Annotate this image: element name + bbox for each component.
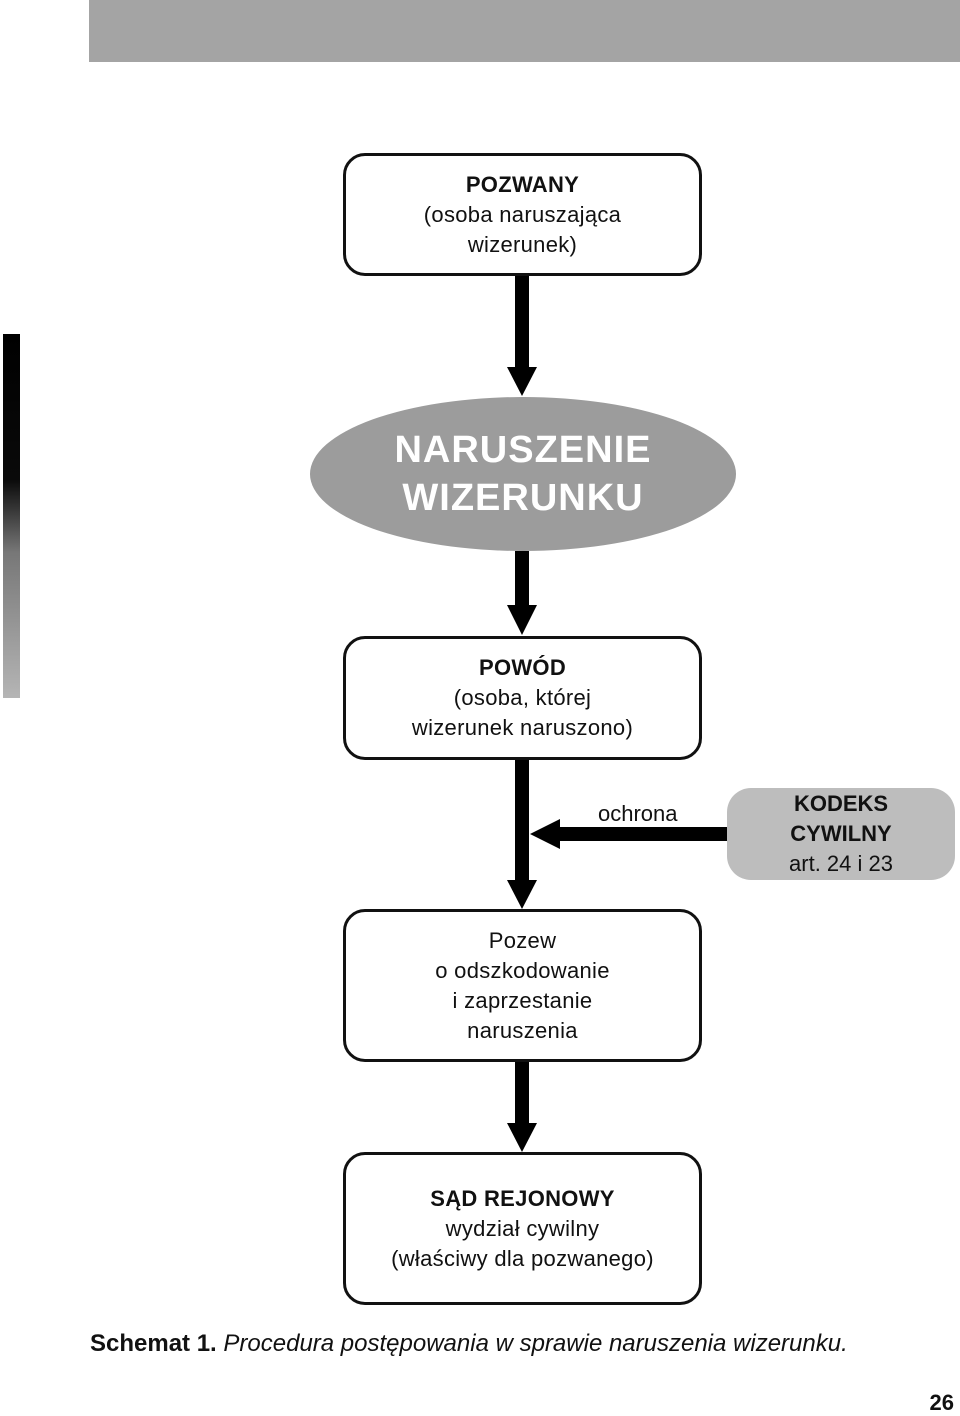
figure-caption: Schemat 1. Procedura postępowania w spra…: [90, 1328, 848, 1360]
page-number: 26: [929, 1390, 954, 1415]
side-strip: [3, 334, 20, 698]
arrow-shaft-ochrona: [555, 827, 727, 841]
arrow-head-1: [507, 367, 537, 396]
node-powod-title: POWÓD: [478, 655, 567, 680]
node-sad-line2: (właściwy dla pozwanego): [391, 1245, 654, 1271]
node-powod: POWÓD (osoba, której wizerunek naruszono…: [343, 636, 702, 760]
node-naruszenie-line2: WIZERUNKU: [402, 477, 644, 519]
arrow-head-3: [507, 880, 537, 909]
caption-text: Procedura postępowania w sprawie narusze…: [223, 1330, 848, 1357]
arrow-head-4: [507, 1123, 537, 1152]
caption-label: Schemat 1.: [90, 1330, 217, 1357]
node-sad-line1: wydział cywilny: [445, 1215, 600, 1241]
node-sad-title: SĄD REJONOWY: [430, 1185, 615, 1211]
arrow-shaft-2: [515, 551, 529, 608]
arrow-shaft-3: [515, 760, 529, 883]
node-sad-rejonowy: SĄD REJONOWY wydział cywilny (właściwy d…: [343, 1152, 702, 1305]
arrow-shaft-4: [515, 1062, 529, 1126]
node-pozew: Pozew o odszkodowanie i zaprzestanie nar…: [343, 909, 702, 1062]
arrow-head-ochrona: [530, 819, 560, 849]
node-pozew-line4: naruszenia: [467, 1017, 578, 1043]
node-pozew-line1: Pozew: [488, 927, 557, 953]
node-pozwany-title: POZWANY: [465, 171, 580, 197]
edge-label-ochrona: ochrona: [598, 801, 678, 826]
node-kodeks-line1: KODEKS: [793, 791, 889, 816]
node-kodeks-line3: art. 24 i 23: [789, 851, 893, 876]
node-naruszenie-wizerunku: NARUSZENIE WIZERUNKU: [310, 397, 736, 551]
node-pozwany-line2: wizerunek): [467, 231, 578, 257]
node-naruszenie-line1: NARUSZENIE: [394, 429, 652, 471]
top-bar: [89, 0, 960, 62]
node-pozwany-line1: (osoba naruszająca: [423, 201, 622, 227]
node-kodeks-cywilny: KODEKS CYWILNY art. 24 i 23: [727, 788, 955, 880]
node-pozwany: POZWANY (osoba naruszająca wizerunek): [343, 153, 702, 276]
node-pozew-line2: o odszkodowanie: [435, 957, 610, 983]
node-pozew-line3: i zaprzestanie: [452, 987, 593, 1013]
node-powod-line1: (osoba, której: [453, 685, 592, 710]
arrow-head-2: [507, 605, 537, 635]
arrow-shaft-1: [515, 275, 529, 370]
node-kodeks-line2: CYWILNY: [790, 821, 892, 846]
node-powod-line2: wizerunek naruszono): [411, 715, 634, 740]
